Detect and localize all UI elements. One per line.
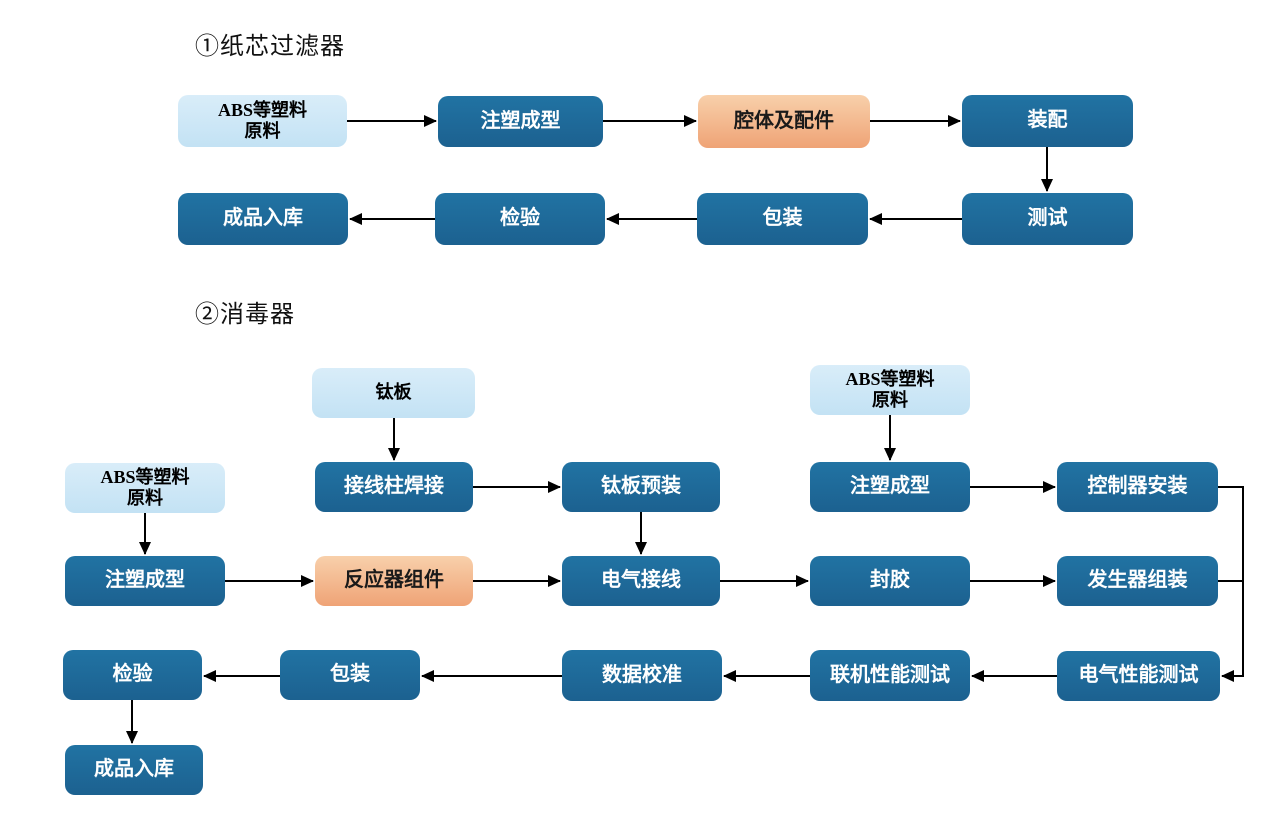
flow-node-c2-abs-raw-right: ABS等塑料 原料 — [810, 365, 970, 415]
flow-node-c2-generator-assembly: 发生器组装 — [1057, 556, 1218, 606]
flow-node-c2-data-calibration: 数据校准 — [562, 650, 722, 701]
flow-node-c2-injection-left: 注塑成型 — [65, 556, 225, 606]
flow-node-c2-injection-right: 注塑成型 — [810, 462, 970, 512]
flow-node-c2-electrical-wiring: 电气接线 — [562, 556, 720, 606]
flow-node-c2-online-performance-test: 联机性能测试 — [810, 650, 970, 701]
flow-node-c2-packing: 包装 — [280, 650, 420, 700]
flow-node-c1-warehousing: 成品入库 — [178, 193, 348, 245]
flow-node-c2-terminal-welding: 接线柱焊接 — [315, 462, 473, 512]
flow-node-c2-inspection: 检验 — [63, 650, 202, 700]
flow-node-c1-injection-molding: 注塑成型 — [438, 96, 603, 147]
flow-node-c2-titanium-plate: 钛板 — [312, 368, 475, 418]
flow-node-c2-reactor-assembly: 反应器组件 — [315, 556, 473, 606]
flow-node-c2-electrical-performance-test: 电气性能测试 — [1057, 651, 1220, 701]
flow-node-c1-assembly: 装配 — [962, 95, 1133, 147]
diagram-title-paper-core-filter: ①纸芯过滤器 — [195, 34, 345, 60]
flow-node-c2-warehousing: 成品入库 — [65, 745, 203, 795]
flow-node-c1-raw: ABS等塑料 原料 — [178, 95, 347, 147]
flow-node-c1-testing: 测试 — [962, 193, 1133, 245]
flow-node-c2-controller-install: 控制器安装 — [1057, 462, 1218, 512]
flow-node-c1-cavity-parts: 腔体及配件 — [698, 95, 870, 148]
flow-node-c1-inspection: 检验 — [435, 193, 605, 245]
flow-node-c2-sealing: 封胶 — [810, 556, 970, 606]
flow-node-c2-abs-raw-left: ABS等塑料 原料 — [65, 463, 225, 513]
flow-node-c2-plate-preassembly: 钛板预装 — [562, 462, 720, 512]
diagram-title-sterilizer: ②消毒器 — [195, 302, 295, 328]
flow-node-c1-packing: 包装 — [697, 193, 868, 245]
